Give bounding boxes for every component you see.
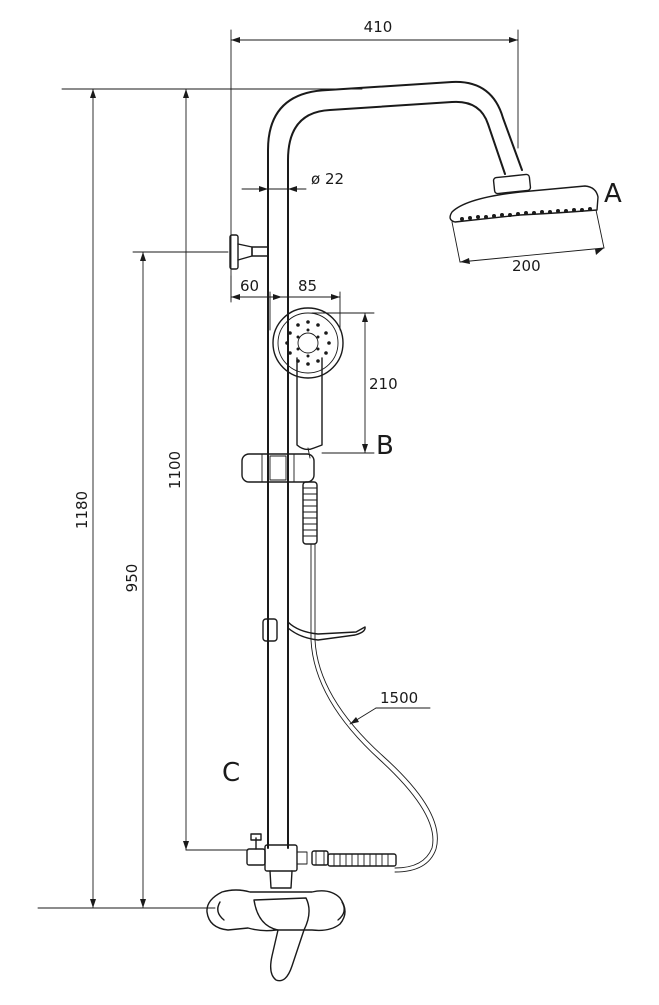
dim-hose-length: 1500 (349, 689, 431, 725)
dim-hand-shower-width: 85 (269, 277, 341, 331)
hose-connector (311, 850, 397, 867)
hose-length-label: 1500 (380, 689, 418, 707)
dim-pipe-diameter: ø 22 (241, 170, 344, 192)
soap-dish (262, 618, 366, 642)
hose (310, 543, 438, 873)
dim-total-height: 1180 (37, 88, 363, 909)
dim-bracket-offset: 60 (230, 277, 283, 300)
dim-overall-width: 410 (230, 18, 519, 301)
dim-hand-shower-height: 210 (311, 312, 398, 454)
hand-shower-width-label: 85 (298, 277, 317, 295)
dim-bracket-height: 950 (123, 251, 229, 909)
dim-head-diameter: 200 (451, 209, 605, 275)
riser-pipe (267, 80, 523, 849)
mixer (206, 889, 346, 982)
label-a: A (604, 179, 622, 209)
hand-shower-height-label: 210 (369, 375, 398, 393)
total-height-label: 1180 (73, 491, 91, 529)
rail-height-label: 1100 (166, 451, 184, 489)
overall-width-label: 410 (364, 18, 393, 36)
head-shower (449, 173, 599, 223)
hose-spiral (302, 481, 318, 545)
wall-bracket (229, 234, 269, 303)
bracket-height-label: 950 (123, 564, 141, 593)
label-b: B (376, 431, 394, 461)
bracket-offset-label: 60 (240, 277, 259, 295)
label-c: C (222, 758, 240, 788)
slide-holder (241, 453, 315, 483)
head-diameter-label: 200 (512, 257, 541, 275)
dim-rail-height: 1100 (166, 88, 249, 851)
pipe-diameter-label: ø 22 (311, 170, 344, 188)
hand-shower (272, 307, 344, 459)
diverter (246, 833, 308, 889)
